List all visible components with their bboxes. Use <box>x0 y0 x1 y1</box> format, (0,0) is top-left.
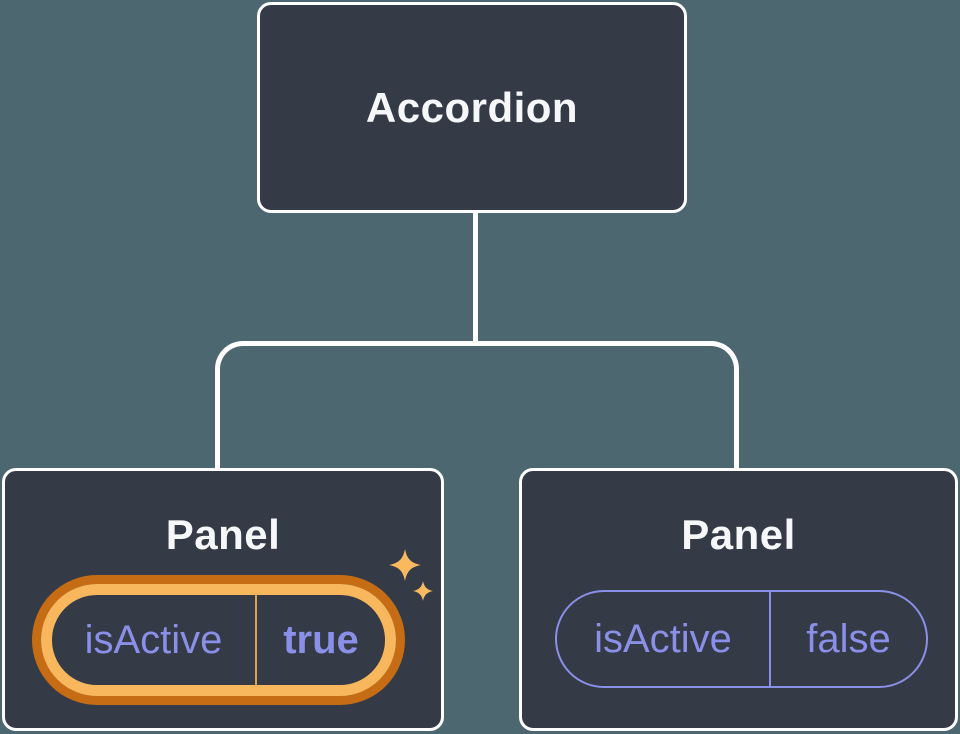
accordion-node-label: Accordion <box>365 83 579 131</box>
panel-node-active: Panel isActive true <box>2 468 444 731</box>
panel-title: Panel <box>681 511 796 558</box>
state-pill-highlight-ring: isActive true <box>32 575 405 705</box>
state-value-label: false <box>806 616 891 661</box>
sparkles-icon <box>389 549 433 601</box>
panel-title: Panel <box>165 511 281 558</box>
root-connector-line <box>473 210 478 344</box>
panel-node-inactive: Panel isActive false <box>519 468 958 731</box>
state-pill-active: isActive true <box>41 584 396 696</box>
state-name-label: isActive <box>84 617 223 662</box>
pill-divider <box>769 592 771 686</box>
pill-divider <box>255 595 257 685</box>
branch-connector <box>215 341 739 470</box>
accordion-node: Accordion <box>257 2 687 213</box>
state-value-label: true <box>283 617 359 662</box>
state-pill-inactive: isActive false <box>555 590 928 688</box>
state-name-label: isActive <box>594 616 732 661</box>
